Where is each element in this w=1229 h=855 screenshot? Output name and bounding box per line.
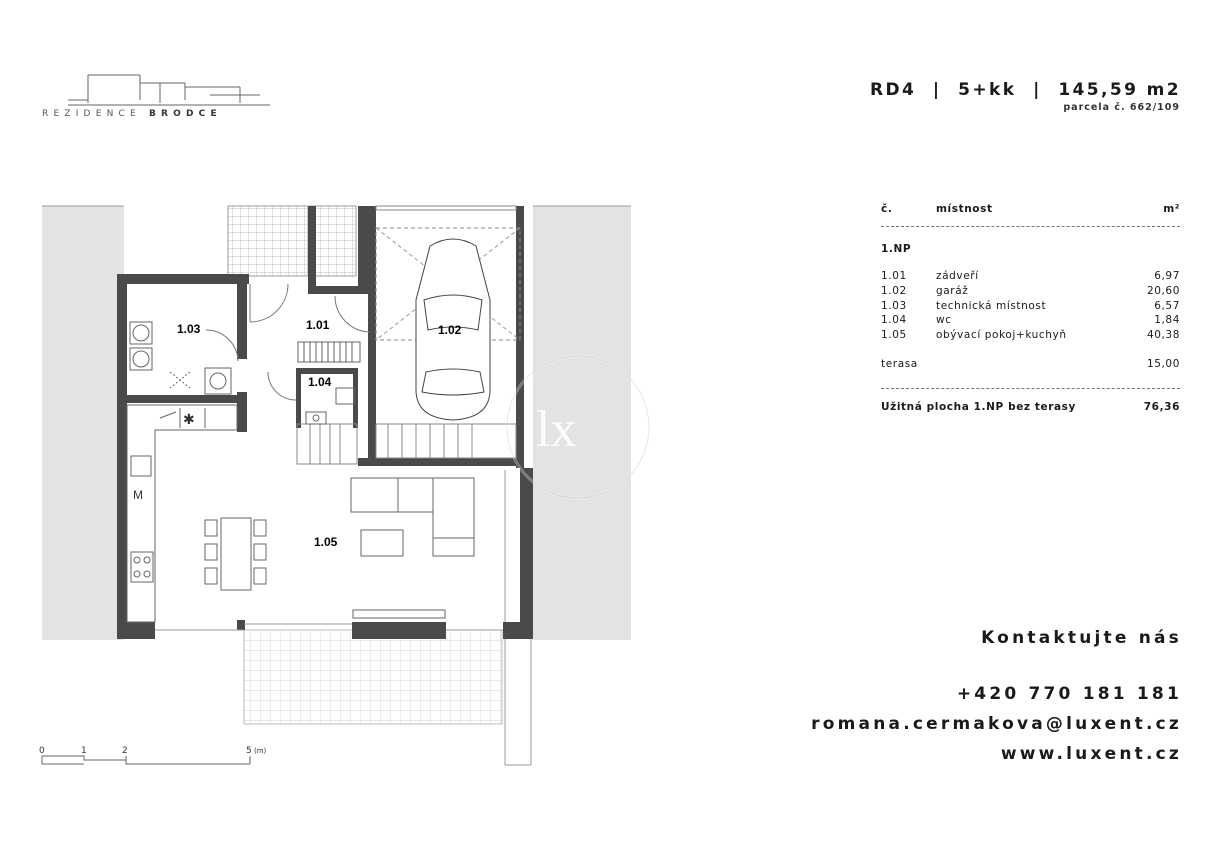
neighbor-left	[42, 206, 124, 640]
kitchen-counter	[126, 404, 238, 623]
sofa	[350, 477, 475, 557]
dining-table	[204, 517, 267, 591]
watermark-logo-icon	[505, 354, 651, 500]
staircase	[296, 423, 517, 465]
page-title: RD4 | 5+kk | 145,59 m2	[870, 80, 1181, 100]
room-label-1-01: 1.01	[306, 318, 330, 332]
entrance-paving	[227, 205, 309, 277]
contact-email-link[interactable]: romana.cermakova@luxent.cz	[811, 714, 1182, 734]
logo-skyline-icon	[68, 74, 270, 106]
floor-label: 1.NP	[881, 242, 912, 255]
garage-parking-space	[375, 227, 521, 341]
car-icon	[415, 238, 491, 421]
contact-phone-link[interactable]: +420 770 181 181	[956, 684, 1182, 704]
door-swings	[205, 283, 371, 401]
microwave-label: M	[133, 488, 143, 502]
terrace	[243, 629, 503, 725]
col-num-header: č.	[881, 203, 893, 215]
table-header: č. místnost m²	[881, 202, 1180, 217]
scale-tick-2: 2	[122, 746, 128, 756]
room-label-1-02: 1.02	[438, 323, 462, 337]
room-label-1-04: 1.04	[308, 375, 332, 389]
col-area-header: m²	[1163, 203, 1180, 215]
tech-room-equipment	[129, 321, 232, 395]
appliance-star-icon: ✱	[183, 412, 195, 428]
divider	[881, 225, 1180, 227]
col-room-header: místnost	[936, 203, 993, 215]
tv-unit	[352, 609, 446, 619]
contact-heading: Kontaktujte nás	[981, 628, 1182, 648]
wc-fixtures	[305, 387, 355, 425]
room-label-1-05: 1.05	[314, 535, 338, 549]
room-label-1-03: 1.03	[177, 322, 201, 336]
scale-unit: (m)	[254, 747, 267, 755]
contact-block: Kontaktujte nás +420 770 181 181 romana.…	[811, 628, 1182, 769]
brand-word-1: REZIDENCE	[42, 109, 141, 119]
scale-bar	[41, 755, 251, 765]
neighbor-right	[533, 206, 631, 640]
parcel-number: parcela č. 662/109	[1063, 102, 1180, 113]
scale-tick-5: 5	[246, 746, 252, 756]
brand-word-2: BRODCE	[148, 109, 222, 119]
floor-plan: ✱ M lx 1.03 1.01 1.02 1.04 1.05 0 1 2 5 …	[39, 205, 651, 766]
watermark-text: lx	[536, 401, 576, 458]
divider	[881, 387, 1180, 389]
contact-web-link[interactable]: www.luxent.cz	[1000, 744, 1182, 764]
scale-tick-1: 1	[81, 746, 87, 756]
brand-logo: REZIDENCE BRODCE	[42, 109, 222, 119]
scale-tick-0: 0	[39, 746, 45, 756]
wardrobe	[297, 341, 361, 363]
